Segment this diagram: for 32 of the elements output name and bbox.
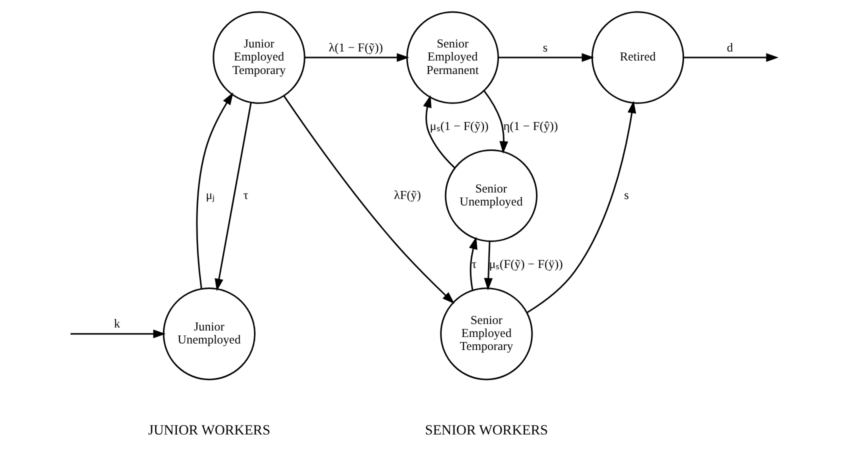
edge-label: η(1 − F(ŷ)) bbox=[503, 118, 558, 133]
arrow bbox=[70, 330, 166, 338]
arrow bbox=[423, 95, 456, 168]
arrow bbox=[526, 100, 636, 314]
label: JUNIOR WORKERS bbox=[148, 422, 270, 438]
node-circle: Retired bbox=[591, 11, 684, 104]
edge-label: d bbox=[726, 40, 734, 54]
node-circle: Senior Employed Temporary bbox=[440, 288, 533, 380]
edge-label: k bbox=[114, 316, 120, 331]
arrow bbox=[484, 241, 493, 290]
edge-label: μⱼ bbox=[206, 188, 214, 202]
label: SENIOR WORKERS bbox=[425, 422, 548, 438]
node-circle: Junior Employed Temporary bbox=[212, 11, 306, 104]
edge-label: λF(ỹ) bbox=[394, 188, 421, 202]
arrow bbox=[283, 95, 455, 304]
arrow bbox=[684, 53, 779, 62]
node-circle: Junior Unemployed bbox=[162, 288, 256, 380]
edge-label: τ bbox=[472, 256, 477, 271]
arrow bbox=[484, 90, 508, 154]
edge-label: s bbox=[542, 40, 548, 54]
node-circle: Senior Unemployed bbox=[444, 149, 538, 242]
edge-label: μₛ(F(ỹ) − F(ÿ)) bbox=[489, 256, 563, 271]
edge-label: λ(1 − F(ỹ)) bbox=[328, 40, 383, 54]
arrow bbox=[214, 102, 252, 292]
arrow bbox=[304, 53, 410, 62]
edge-label: τ bbox=[243, 188, 248, 202]
edge-label: μₛ(1 − F(ỹ)) bbox=[430, 118, 489, 133]
arrow bbox=[498, 53, 594, 62]
arrow bbox=[469, 236, 478, 290]
edge-label: s bbox=[624, 188, 629, 202]
node-circle: Senior Employed Permanent bbox=[406, 11, 499, 104]
arrow bbox=[196, 92, 234, 289]
